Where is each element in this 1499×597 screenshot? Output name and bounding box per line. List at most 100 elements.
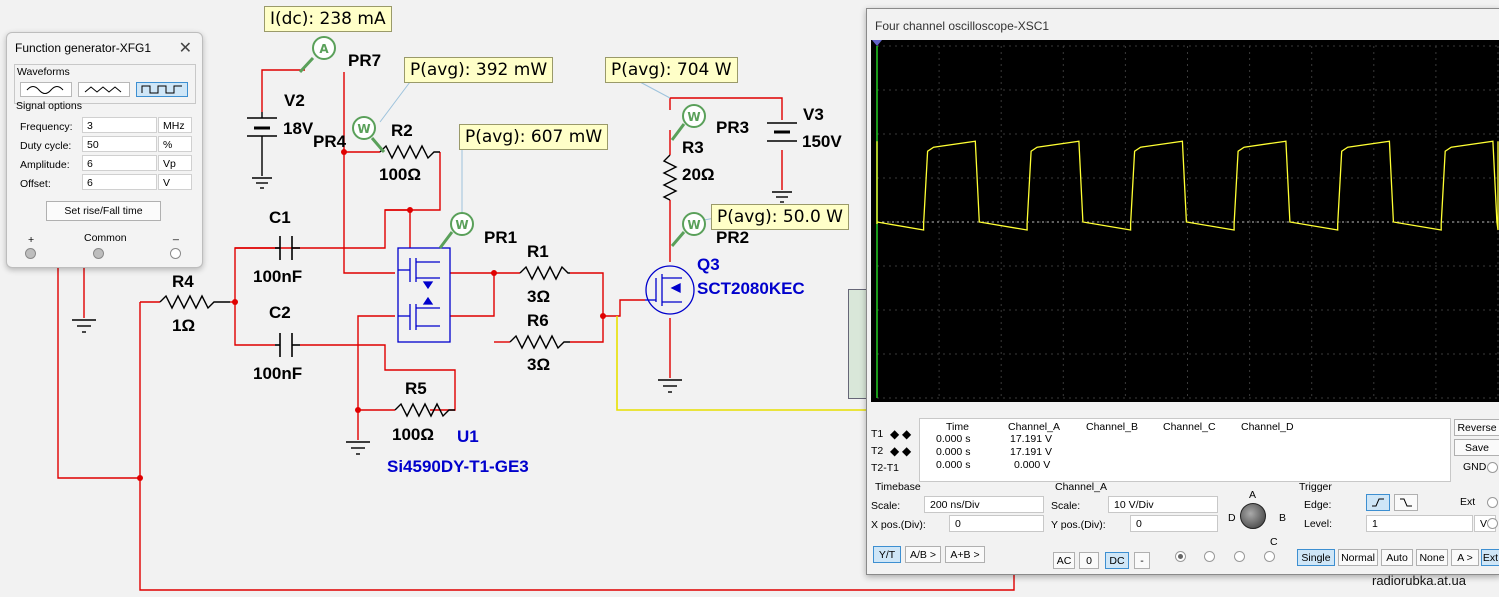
set-rise-fall-button[interactable]: Set rise/Fall time <box>46 201 161 221</box>
square-wave-icon <box>141 85 182 94</box>
triangle-wave-button[interactable] <box>78 82 130 97</box>
trigger-ext-terminal[interactable] <box>1487 497 1498 508</box>
knob-label-c: C <box>1270 536 1278 548</box>
ground-symbols <box>72 319 682 455</box>
mode-yt-button[interactable]: Y/T <box>873 546 901 563</box>
sine-wave-button[interactable] <box>20 82 72 97</box>
trigger-title: Trigger <box>1299 481 1332 493</box>
label-pr4: PR4 <box>313 132 347 151</box>
wattmeter-icon: W <box>687 218 700 232</box>
frequency-input[interactable]: 3 <box>82 117 157 133</box>
value-r4: 1Ω <box>172 316 195 335</box>
falling-edge-button[interactable] <box>1394 494 1418 511</box>
trigger-auto-button[interactable]: Auto <box>1381 549 1413 566</box>
trigger-level-terminal[interactable] <box>1487 518 1498 529</box>
probe-pr7-readout: I(dc): 238 mA <box>264 6 392 32</box>
plus-terminal-label: + <box>28 234 35 246</box>
trigger-a-button[interactable]: A > <box>1451 549 1479 566</box>
offset-unit[interactable]: V <box>158 174 192 190</box>
label-u1: U1 <box>457 427 479 446</box>
wire <box>450 273 495 317</box>
channel-title: Channel_A <box>1055 481 1107 493</box>
value-u1: Si4590DY-T1-GE3 <box>387 457 529 476</box>
trigger-single-button[interactable]: Single <box>1297 549 1335 566</box>
cursor-handle-icon[interactable] <box>872 40 882 46</box>
x-position-input[interactable]: 0 <box>949 515 1044 532</box>
resistor-r6 <box>509 334 570 350</box>
triangle-wave-icon <box>84 86 122 93</box>
measurement-table: Time Channel_A Channel_B Channel_C Chann… <box>919 418 1451 482</box>
y-position-label: Y pos.(Div): <box>1051 519 1106 531</box>
save-button[interactable]: Save <box>1454 439 1499 456</box>
gnd-terminal[interactable] <box>1487 462 1498 473</box>
t2-left-arrow-icon[interactable]: ◆ <box>890 444 900 458</box>
t1-left-arrow-icon[interactable]: ◆ <box>890 427 900 441</box>
frequency-unit[interactable]: MHz <box>158 117 192 133</box>
u1-ic <box>397 247 451 343</box>
probe-pr4-readout: P(avg): 392 mW <box>404 57 554 83</box>
resistor-r5 <box>394 402 455 418</box>
plus-terminal[interactable] <box>25 248 36 259</box>
label-v2: V2 <box>284 91 305 110</box>
mode-a-plus-b-button[interactable]: A+B > <box>945 546 985 563</box>
coupling-ac-button[interactable]: AC <box>1053 552 1075 569</box>
rising-edge-button[interactable] <box>1366 494 1390 511</box>
trigger-ext-button[interactable]: Ext <box>1481 549 1499 566</box>
frequency-label: Frequency: <box>20 121 73 133</box>
trigger-level-label: Level: <box>1304 518 1333 530</box>
oscilloscope-window[interactable]: Four channel oscilloscope-XSC1 T1 T2 T2-… <box>866 8 1499 575</box>
trigger-ext-label: Ext <box>1460 496 1476 508</box>
scope-screen[interactable] <box>871 40 1499 402</box>
mode-ab-button[interactable]: A/B > <box>905 546 941 563</box>
battery-v3 <box>767 122 797 203</box>
channel-scale-input[interactable]: 10 V/Div <box>1108 496 1218 513</box>
trigger-level-input[interactable]: 1 <box>1366 515 1473 532</box>
offset-input[interactable]: 6 <box>82 174 157 190</box>
wattmeter-icon: W <box>357 122 370 136</box>
channel-a-terminal[interactable] <box>1175 551 1186 562</box>
duty-cycle-unit[interactable]: % <box>158 136 192 152</box>
channel-a-trace <box>876 140 1499 231</box>
battery-v2 <box>247 112 277 189</box>
channel-b-terminal[interactable] <box>1204 551 1215 562</box>
channel-d-terminal[interactable] <box>1264 551 1275 562</box>
probe-leaders <box>379 81 716 222</box>
t1-label: T1 <box>871 428 884 440</box>
amplitude-input[interactable]: 6 <box>82 155 157 171</box>
y-position-input[interactable]: 0 <box>1130 515 1218 532</box>
trigger-none-button[interactable]: None <box>1416 549 1448 566</box>
square-wave-button[interactable] <box>136 82 188 97</box>
t2-right-arrow-icon[interactable]: ◆ <box>902 444 912 458</box>
minus-terminal[interactable] <box>170 248 181 259</box>
amplitude-unit[interactable]: Vp <box>158 155 192 171</box>
function-generator-window[interactable]: Function generator-XFG1 ✕ Waveforms Sign… <box>6 32 203 268</box>
channel-c-terminal[interactable] <box>1234 551 1245 562</box>
falling-edge-icon <box>1400 498 1412 507</box>
label-c2: C2 <box>269 303 291 322</box>
coupling-minus-button[interactable]: - <box>1134 552 1150 569</box>
capacitors <box>275 236 300 357</box>
waveforms-group <box>14 64 196 104</box>
wire <box>300 344 456 411</box>
ammeter-icon: A <box>319 42 329 56</box>
coupling-zero-button[interactable]: 0 <box>1079 552 1099 569</box>
coupling-dc-button[interactable]: DC <box>1105 552 1129 569</box>
sine-wave-icon <box>26 86 64 94</box>
reverse-button[interactable]: Reverse <box>1454 419 1499 436</box>
waveforms-label: Waveforms <box>17 66 70 78</box>
q3-mosfet <box>645 265 695 315</box>
gnd-label: GND <box>1463 461 1487 473</box>
timebase-scale-input[interactable]: 200 ns/Div <box>924 496 1044 513</box>
value-r3: 20Ω <box>682 165 715 184</box>
window-title: Function generator-XFG1 <box>15 41 152 55</box>
duty-cycle-input[interactable]: 50 <box>82 136 157 152</box>
rising-edge-icon <box>1372 498 1384 507</box>
t1-right-arrow-icon[interactable]: ◆ <box>902 427 912 441</box>
channel-select-knob[interactable] <box>1240 503 1266 529</box>
close-icon[interactable]: ✕ <box>178 40 192 57</box>
t2-channel-a: 17.191 V <box>1010 446 1053 458</box>
trigger-normal-button[interactable]: Normal <box>1338 549 1378 566</box>
label-r6: R6 <box>527 311 549 330</box>
common-terminal[interactable] <box>93 248 104 259</box>
